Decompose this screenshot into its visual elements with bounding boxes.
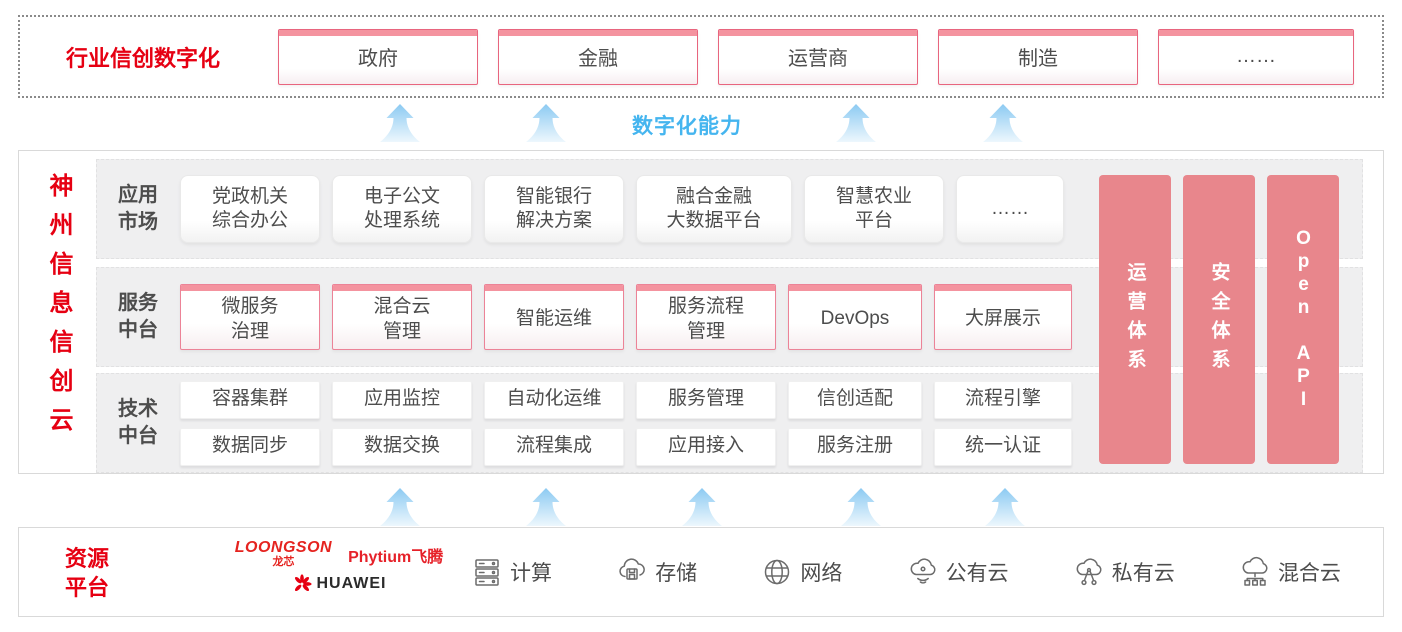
- industry-box-operator: 运营商: [718, 28, 918, 85]
- tech-card: 服务管理: [636, 380, 776, 419]
- pillar-open-api: Open API: [1267, 175, 1339, 464]
- platform-title: 神州信息信创云: [45, 173, 72, 446]
- up-arrow-icon: [526, 488, 566, 526]
- resource-item-network: 网络: [761, 556, 842, 588]
- up-arrow-icon: [526, 104, 566, 142]
- service-card: 大屏展示: [934, 284, 1072, 350]
- tech-card: 数据交换: [332, 427, 472, 466]
- tech-platform-row: 技术中台 容器集群 应用监控 自动化运维 服务管理 信创适配 流程引擎 数据同步…: [96, 373, 1363, 473]
- huawei-flower-icon: [294, 574, 312, 592]
- up-arrow-icon: [985, 488, 1025, 526]
- service-platform-label: 服务中台: [118, 292, 158, 341]
- tech-card: 流程集成: [484, 427, 624, 466]
- app-card: 党政机关 综合办公: [180, 175, 320, 243]
- storage-icon: [619, 558, 646, 580]
- tech-card: 容器集群: [180, 380, 320, 419]
- app-card: 融合金融 大数据平台: [636, 175, 792, 243]
- service-card: 智能运维: [484, 284, 624, 350]
- service-card: 微服务 治理: [180, 284, 320, 350]
- resource-item-public-cloud: 公有云: [907, 556, 1009, 588]
- capability-label: 数字化能力: [632, 115, 742, 138]
- service-platform-row: 服务中台 微服务 治理 混合云 管理 智能运维 服务流程 管理 DevOps 大…: [96, 267, 1363, 367]
- phytium-logo: Phytium飞腾: [348, 549, 444, 566]
- app-card: 智慧农业 平台: [804, 175, 944, 243]
- up-arrow-icon: [841, 488, 881, 526]
- tech-card: 服务注册: [788, 427, 922, 466]
- industry-box-more: ……: [1158, 28, 1354, 85]
- service-card: 服务流程 管理: [636, 284, 776, 350]
- resource-platform-label: 资源平台: [65, 546, 110, 600]
- service-card: 混合云 管理: [332, 284, 472, 350]
- app-market-label: 应用市场: [118, 184, 158, 233]
- resource-item-storage: 存储: [616, 556, 697, 588]
- network-icon: [765, 559, 790, 585]
- tech-card: 应用接入: [636, 427, 776, 466]
- resource-platform-panel: 资源平台 LOONGSON 龙芯 Phytium飞腾: [18, 527, 1384, 617]
- app-market-row: 应用市场 党政机关 综合办公 电子公文 处理系统 智能银行 解决方案 融合金融 …: [96, 159, 1363, 259]
- vendor-logos: LOONGSON 龙芯 Phytium飞腾 HUAWEI: [211, 540, 467, 594]
- app-card: 智能银行 解决方案: [484, 175, 624, 243]
- app-card: 电子公文 处理系统: [332, 175, 472, 243]
- tech-card: 统一认证: [934, 427, 1072, 466]
- loongson-logo: LOONGSON 龙芯: [234, 539, 333, 569]
- hybrid-cloud-icon: [1242, 556, 1268, 586]
- private-cloud-icon: [1076, 558, 1102, 586]
- resource-items: 计算 存储 网络: [471, 528, 1341, 616]
- pillar-operation-system: 运营体系: [1099, 175, 1171, 464]
- cloud-platform-panel: 神州信息信创云 应用市场 党政机关 综合办公 电子公文 处理系统 智能银行 解决…: [18, 150, 1384, 474]
- pillar-security-system: 安全体系: [1183, 175, 1255, 464]
- tech-card: 自动化运维: [484, 380, 624, 419]
- public-cloud-icon: [910, 558, 936, 584]
- tech-card: 应用监控: [332, 380, 472, 419]
- up-arrow-icon: [836, 104, 876, 142]
- app-card-more: ……: [956, 175, 1064, 243]
- up-arrow-icon: [682, 488, 722, 526]
- resource-item-compute: 计算: [471, 556, 552, 588]
- resource-item-private-cloud: 私有云: [1073, 556, 1175, 588]
- industry-band: 行业信创数字化 政府 金融 运营商 制造 ……: [18, 15, 1384, 98]
- industry-box-government: 政府: [278, 28, 478, 85]
- service-card: DevOps: [788, 284, 922, 350]
- tech-platform-label: 技术中台: [118, 398, 158, 447]
- resource-item-hybrid-cloud: 混合云: [1239, 556, 1341, 588]
- tech-card: 信创适配: [788, 380, 922, 419]
- up-arrow-icon: [380, 488, 420, 526]
- up-arrow-icon: [380, 104, 420, 142]
- industry-band-title: 行业信创数字化: [66, 45, 221, 71]
- tech-card: 流程引擎: [934, 380, 1072, 419]
- server-icon: [475, 559, 499, 586]
- tech-card: 数据同步: [180, 427, 320, 466]
- huawei-logo: HUAWEI: [211, 574, 467, 594]
- industry-box-finance: 金融: [498, 28, 698, 85]
- up-arrow-icon: [983, 104, 1023, 142]
- industry-box-manufacturing: 制造: [938, 28, 1138, 85]
